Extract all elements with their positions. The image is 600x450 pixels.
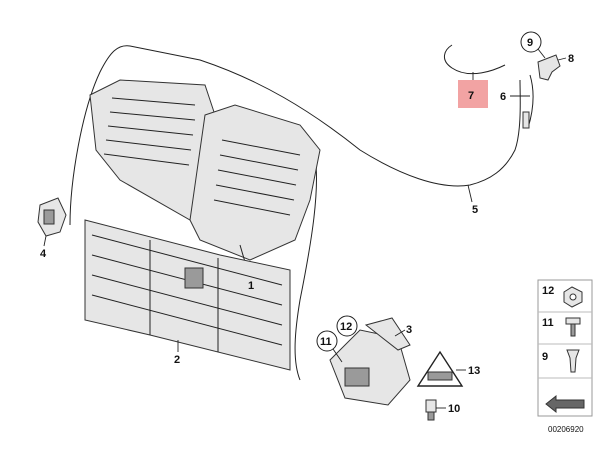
part-10-bolt bbox=[425, 399, 437, 421]
callout-10: 10 bbox=[448, 403, 460, 415]
cable-5-branch bbox=[294, 154, 317, 381]
callout-12: 12 bbox=[340, 321, 352, 333]
part-3-motor-unit bbox=[329, 317, 411, 406]
cable-end-6-ferrule bbox=[522, 111, 530, 129]
callout-4: 4 bbox=[40, 248, 47, 260]
callout-9-circle bbox=[520, 31, 542, 53]
callout-5: 5 bbox=[472, 204, 478, 216]
callout-3: 3 bbox=[406, 324, 412, 336]
callout-7-highlight bbox=[458, 80, 488, 108]
leader-5 bbox=[467, 184, 473, 203]
leader-3 bbox=[394, 329, 406, 337]
legend-item-9: 9 bbox=[542, 351, 548, 363]
bracket-8 bbox=[537, 54, 561, 81]
leader-4 bbox=[43, 235, 47, 247]
arrow-icon bbox=[545, 394, 585, 414]
callout-1: 1 bbox=[248, 280, 254, 292]
hardware-legend: 12 11 9 bbox=[537, 279, 593, 417]
clip-icon bbox=[566, 349, 580, 373]
part-4-actuator bbox=[37, 197, 67, 237]
part-13-warning-label bbox=[416, 350, 464, 387]
callout-11-circle bbox=[316, 330, 338, 352]
leader-11-12 bbox=[332, 348, 343, 363]
leader-9 bbox=[537, 48, 546, 59]
callout-11: 11 bbox=[320, 336, 332, 348]
callout-2: 2 bbox=[174, 354, 180, 366]
cable-end-7 bbox=[444, 44, 506, 75]
callout-6: 6 bbox=[500, 91, 506, 103]
cable-5 bbox=[69, 45, 521, 226]
callout-7: 7 bbox=[468, 90, 474, 102]
callout-9: 9 bbox=[527, 37, 533, 49]
legend-item-12: 12 bbox=[542, 285, 554, 297]
leader-8 bbox=[557, 57, 567, 61]
callout-12-circle bbox=[336, 315, 358, 337]
callout-13: 13 bbox=[468, 365, 480, 377]
legend-item-11: 11 bbox=[542, 317, 554, 329]
callout-8: 8 bbox=[568, 53, 574, 65]
part-1-air-duct bbox=[89, 79, 321, 267]
catalog-number: 00206920 bbox=[548, 425, 584, 434]
screw-icon bbox=[565, 317, 581, 325]
part-2-shutter-frame bbox=[84, 219, 291, 371]
